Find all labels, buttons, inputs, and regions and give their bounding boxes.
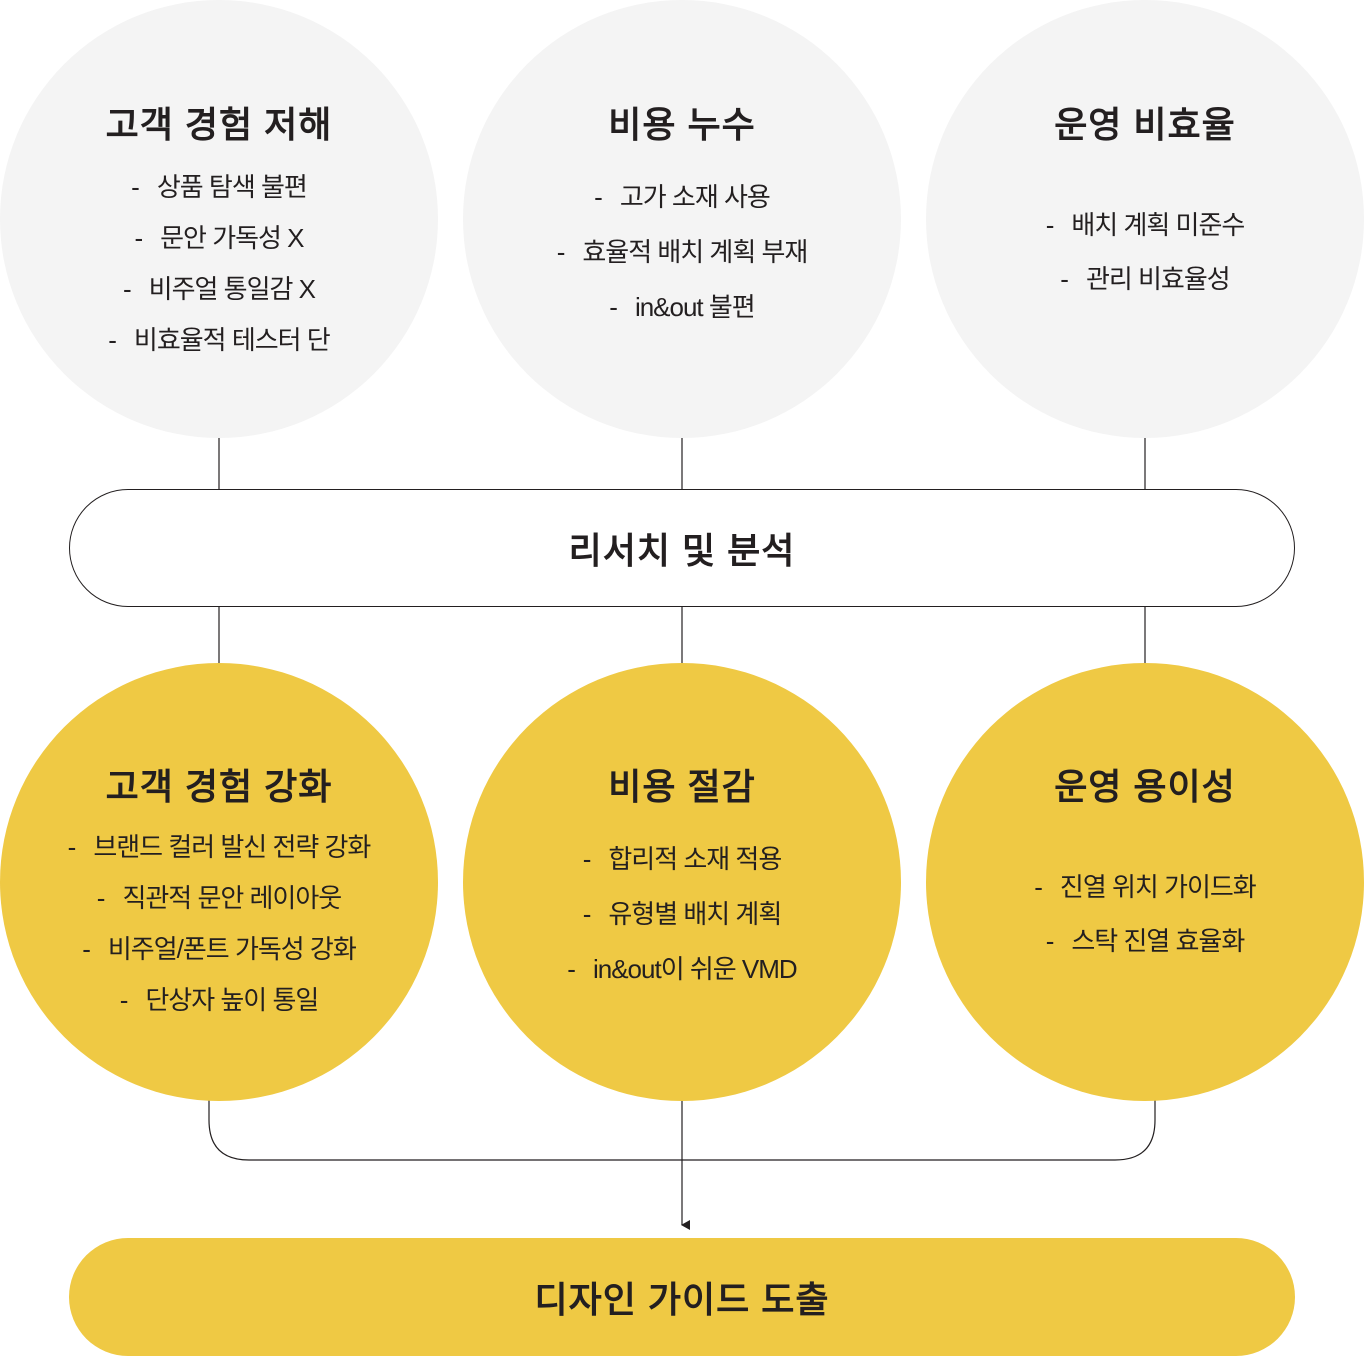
problem-title: 비용 누수	[608, 104, 756, 145]
list-item: -직관적 문안 레이아웃	[96, 883, 342, 913]
result-pill: 디자인 가이드 도출	[69, 1238, 1295, 1356]
list-item: -비주얼 통일감 X	[123, 274, 316, 304]
list-item: -관리 비효율성	[1060, 264, 1230, 294]
problem-title: 운영 비효율	[1054, 104, 1236, 145]
list-item: -배치 계획 미준수	[1045, 210, 1246, 240]
problem-circle-cost: 비용 누수 -고가 소재 사용 -효율적 배치 계획 부재 -in&out 불편	[463, 0, 901, 438]
solution-circle-cost: 비용 절감 -합리적 소재 적용 -유형별 배치 계획 -in&out이 쉬운 …	[463, 663, 901, 1101]
list-item: -진열 위치 가이드화	[1034, 872, 1256, 902]
list-item: -유형별 배치 계획	[582, 899, 783, 929]
result-label: 디자인 가이드 도출	[534, 1279, 830, 1320]
list-item: -비주얼/폰트 가독성 강화	[82, 934, 357, 964]
list-item: -in&out 불편	[609, 292, 755, 322]
problem-circle-operation: 운영 비효율 -배치 계획 미준수 -관리 비효율성	[926, 0, 1364, 438]
research-label: 리서치 및 분석	[568, 530, 796, 571]
problem-title: 고객 경험 저해	[105, 104, 333, 145]
solution-title: 고객 경험 강화	[105, 766, 333, 807]
list-item: -고가 소재 사용	[594, 182, 771, 212]
problem-circle-customer: 고객 경험 저해 -상품 탐색 불편 -문안 가독성 X -비주얼 통일감 X …	[0, 0, 438, 438]
solution-circle-customer: 고객 경험 강화 -브랜드 컬러 발신 전략 강화 -직관적 문안 레이아웃 -…	[0, 663, 438, 1101]
list-item: -비효율적 테스터 단	[108, 325, 330, 355]
list-item: -스탁 진열 효율화	[1045, 926, 1246, 956]
list-item: -브랜드 컬러 발신 전략 강화	[67, 832, 372, 862]
list-item: -단상자 높이 통일	[119, 985, 320, 1015]
list-item: -효율적 배치 계획 부재	[556, 237, 809, 267]
list-item: -합리적 소재 적용	[582, 844, 783, 874]
list-item: -상품 탐색 불편	[131, 172, 308, 202]
solution-title: 운영 용이성	[1054, 766, 1236, 807]
list-item: -in&out이 쉬운 VMD	[567, 954, 797, 984]
solution-title: 비용 절감	[608, 766, 756, 807]
list-item: -문안 가독성 X	[134, 223, 304, 253]
research-pill: 리서치 및 분석	[69, 489, 1295, 607]
solution-circle-operation: 운영 용이성 -진열 위치 가이드화 -스탁 진열 효율화	[926, 663, 1364, 1101]
